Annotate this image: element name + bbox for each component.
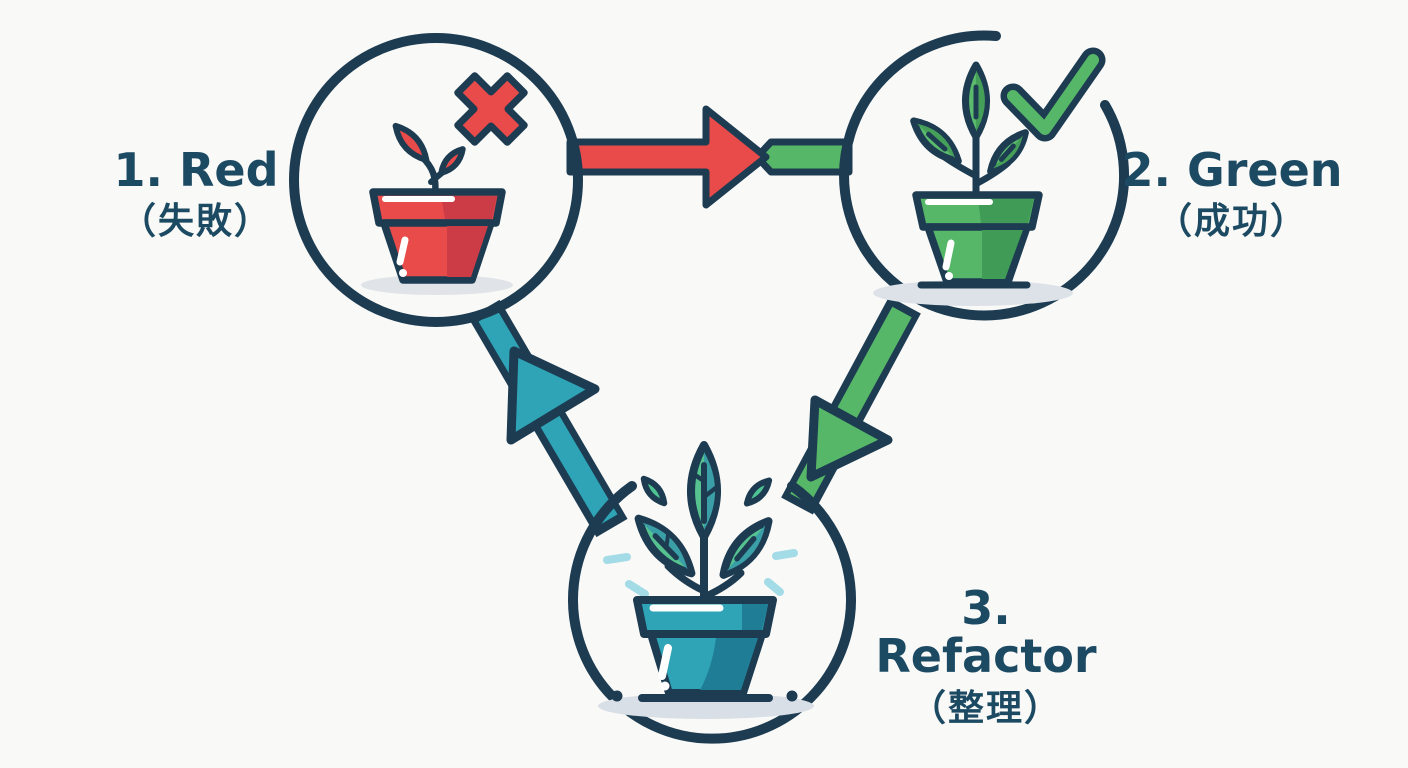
node-refactor-circle bbox=[568, 481, 856, 744]
pot-body-shade bbox=[700, 638, 758, 690]
label-green-subtitle: （成功） bbox=[1155, 201, 1308, 243]
plant-branch-right bbox=[700, 569, 745, 601]
label-red: 1. Red （失敗） bbox=[60, 146, 332, 241]
leaf-right bbox=[987, 129, 1029, 175]
pot-highlight bbox=[942, 239, 955, 271]
cross-mark-icon bbox=[454, 72, 528, 146]
label-green-title: 2. Green bbox=[1121, 143, 1343, 197]
node-red-circle bbox=[289, 33, 583, 327]
pot-rim-shade bbox=[441, 196, 497, 219]
pot-highlight bbox=[396, 236, 409, 266]
leaf-small-left bbox=[640, 475, 668, 507]
pot-highlight-dot bbox=[660, 681, 670, 691]
pot-highlight-dot bbox=[399, 269, 407, 277]
leaf-small-right bbox=[743, 477, 773, 507]
label-green: 2. Green （成功） bbox=[1096, 146, 1368, 241]
arrow-green-tail bbox=[753, 138, 853, 176]
pot-body-shade bbox=[982, 230, 1023, 279]
teal-plant-icon bbox=[634, 441, 773, 619]
pot-body-shade bbox=[447, 226, 488, 277]
leaf-left bbox=[634, 514, 696, 578]
ground-dot-right bbox=[786, 690, 798, 702]
pot-highlight-dot bbox=[945, 272, 953, 280]
leaf-right bbox=[719, 517, 773, 579]
arrow-head bbox=[506, 346, 600, 445]
leaf-top bbox=[687, 441, 721, 541]
label-refactor-subtitle: （整理） bbox=[909, 687, 1062, 729]
check-mark-icon bbox=[1000, 47, 1106, 142]
pot-rim-shade bbox=[978, 199, 1034, 223]
label-red-subtitle: （失敗） bbox=[119, 201, 272, 243]
arrow-red-body bbox=[566, 105, 770, 209]
node-refactor bbox=[568, 441, 856, 744]
arrow-red-to-green bbox=[566, 105, 853, 209]
sprout-leaf-left bbox=[392, 122, 430, 164]
node-green bbox=[839, 30, 1129, 321]
sparkle-lines bbox=[603, 549, 798, 598]
green-pot bbox=[912, 191, 1043, 286]
arrow-head bbox=[806, 395, 893, 482]
pot-rim-shade bbox=[742, 604, 768, 630]
ground-dot-left bbox=[611, 690, 623, 702]
red-sprout-icon bbox=[392, 122, 466, 200]
leaf-left bbox=[910, 117, 962, 165]
node-red bbox=[289, 33, 583, 327]
label-refactor: 3. Refactor （整理） bbox=[850, 584, 1122, 727]
teal-pot bbox=[633, 596, 777, 697]
pot-highlight bbox=[658, 644, 672, 680]
arrow-refactor-to-red bbox=[468, 299, 628, 538]
green-plant-icon bbox=[910, 61, 1029, 207]
leaf-top bbox=[962, 61, 990, 141]
sprout-leaf-right bbox=[438, 146, 466, 176]
red-pot bbox=[369, 188, 506, 284]
label-red-title: 1. Red bbox=[113, 143, 279, 197]
label-refactor-title: 3. Refactor bbox=[875, 581, 1097, 684]
arrow-green-to-refactor bbox=[781, 296, 921, 515]
